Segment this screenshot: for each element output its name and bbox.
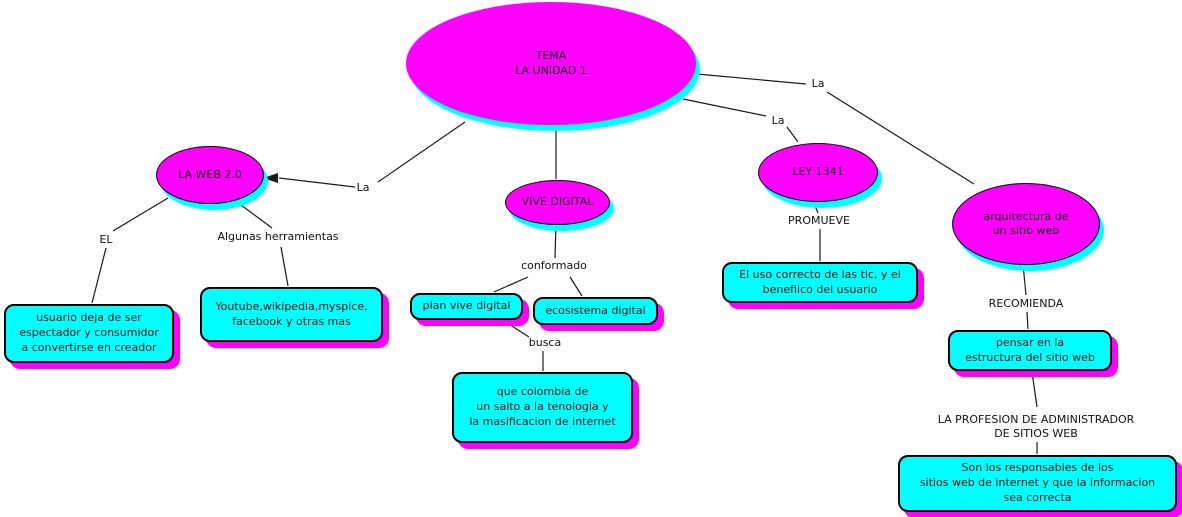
box-responsables-sitios-web[interactable]: Son los responsables de los sitios web d…: [898, 455, 1177, 512]
edge-tema-to-la-ley: [682, 98, 767, 117]
box-plan-vive-digital[interactable]: plan vive digital: [410, 293, 523, 320]
edge-arquitectura-to-recomienda: [1022, 263, 1027, 296]
edge-plan-to-busca: [503, 320, 530, 338]
box-herramientas-label: Youtube,wikipedia,myspice, facebook y ot…: [215, 299, 368, 328]
edge-el-to-usuario: [91, 247, 107, 304]
box-usuario-creador[interactable]: usuario deja de ser espectador y consumi…: [4, 304, 174, 363]
node-la-web-label: LA WEB 2.0: [178, 167, 242, 181]
node-la-web-20[interactable]: LA WEB 2.0: [156, 146, 264, 204]
node-ley-1341[interactable]: LEY 1341: [758, 143, 878, 202]
link-label-la-ley[interactable]: La: [771, 114, 785, 127]
link-label-profesion-administrador[interactable]: LA PROFESION DE ADMINISTRADOR DE SITIOS …: [937, 413, 1135, 441]
edge-la-label-to-laweb-arrow: [278, 177, 356, 188]
link-label-busca[interactable]: busca: [528, 336, 562, 349]
box-ecosistema-digital[interactable]: ecosistema digital: [533, 297, 658, 325]
edge-recomienda-to-pensar: [1026, 311, 1029, 330]
edge-ley-to-promueve: [812, 200, 819, 214]
node-vive-digital[interactable]: VIVE DIGITAL: [505, 180, 610, 225]
link-label-el[interactable]: EL: [99, 233, 113, 246]
box-plan-label: plan vive digital: [422, 299, 511, 313]
edge-conformado-to-plan: [493, 276, 529, 293]
box-ecosistema-label: ecosistema digital: [545, 303, 646, 317]
box-colombia-salto-tecnologia[interactable]: que colombia de un salto a la tenologia …: [452, 372, 633, 443]
edge-laweb-to-algunas: [236, 201, 273, 229]
box-herramientas-youtube[interactable]: Youtube,wikipedia,myspice, facebook y ot…: [200, 287, 383, 342]
edge-laweb-to-el: [112, 197, 169, 232]
edge-conformado-to-ecosistema: [569, 276, 583, 297]
link-label-la-arquitectura[interactable]: La: [811, 77, 825, 90]
node-tema-label: TEMA LA UNIDAD 1: [515, 49, 587, 77]
box-uso-correcto-tlc[interactable]: El uso correcto de las tlc, y el benefii…: [722, 262, 918, 303]
box-usuario-label: usuario deja de ser espectador y consumi…: [19, 311, 159, 354]
node-arquitectura-label: arquitectura de un sitio web: [983, 209, 1069, 237]
link-label-la-web[interactable]: La: [356, 181, 370, 194]
edge-tema-to-la-arq: [696, 73, 807, 85]
edge-algunas-to-herramientas: [280, 246, 289, 287]
node-vive-digital-label: VIVE DIGITAL: [521, 195, 594, 209]
node-ley-1341-label: LEY 1341: [792, 165, 844, 179]
box-pensar-label: pensar en la estructura del sitio web: [965, 335, 1095, 364]
box-uso-label: El uso correcto de las tlc, y el benefii…: [739, 267, 901, 296]
edge-pensar-to-profesion: [1031, 371, 1038, 408]
edge-la-ley-to-ley: [786, 126, 799, 143]
box-responsables-label: Son los responsables de los sitios web d…: [919, 461, 1156, 504]
link-label-recomienda[interactable]: RECOMIENDA: [988, 297, 1064, 310]
edge-tema-to-la-web-label: [377, 121, 466, 183]
link-label-conformado[interactable]: conformado: [521, 259, 587, 272]
edge-vive-to-conformado: [554, 222, 557, 259]
box-pensar-estructura[interactable]: pensar en la estructura del sitio web: [948, 330, 1112, 371]
link-label-promueve[interactable]: PROMUEVE: [788, 214, 850, 227]
arrowhead-icon: [263, 173, 278, 183]
node-tema-la-unidad-1[interactable]: TEMA LA UNIDAD 1: [406, 2, 696, 125]
link-label-algunas-herramientas[interactable]: Algunas herramientas: [217, 230, 339, 243]
node-arquitectura-sitio-web[interactable]: arquitectura de un sitio web: [952, 183, 1100, 265]
box-colombia-label: que colombia de un salto a la tenologia …: [469, 385, 616, 428]
